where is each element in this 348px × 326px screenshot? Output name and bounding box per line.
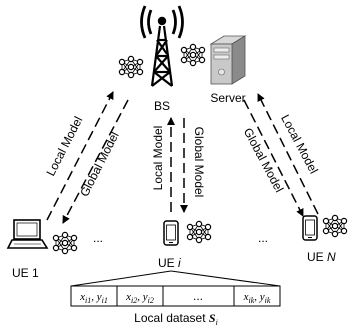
- uei-label: UE i: [158, 256, 181, 270]
- left-local-model-label: Local Model: [44, 114, 86, 178]
- dataset-connector: [170, 270, 281, 287]
- right-link: Global Model Local Model: [241, 93, 321, 217]
- left-download-arrow: [62, 99, 129, 224]
- antenna-tower-icon: [140, 5, 184, 87]
- right-global-model-label: Global Model: [241, 126, 287, 195]
- laptop-icon: [6, 219, 49, 249]
- left-upload-arrow: [46, 91, 114, 221]
- neural-network-icon: [322, 214, 348, 238]
- center-global-model-label: Global Model: [192, 127, 206, 198]
- neural-network-icon: [118, 55, 144, 79]
- left-link: Local Model Global Model: [44, 91, 129, 224]
- center-link: Local Model Global Model: [151, 117, 206, 213]
- neural-network-icon: [52, 231, 78, 255]
- left-ellipsis: ...: [93, 231, 103, 245]
- right-ellipsis: ...: [258, 231, 268, 245]
- right-upload-arrow: [257, 93, 319, 215]
- server-icon: [209, 35, 247, 85]
- right-local-model-label: Local Model: [278, 112, 321, 176]
- left-global-model-label: Global Model: [77, 130, 122, 199]
- neural-network-icon: [186, 220, 212, 244]
- right-download-arrow: [243, 99, 304, 217]
- dataset-cell: xi2, yi2: [125, 291, 154, 305]
- neural-network-icon: [180, 43, 206, 67]
- center-local-model-label: Local Model: [151, 126, 165, 191]
- uen-label: UE N: [307, 250, 336, 264]
- dataset-cell: xi1, yi1: [79, 291, 108, 305]
- phone-icon: [163, 220, 179, 246]
- dataset-connector: [70, 270, 172, 287]
- bs-label: BS: [154, 99, 170, 113]
- server-label: Server: [210, 91, 245, 105]
- dataset-label: Local dataset Si: [134, 311, 218, 326]
- dataset-table: xi1, yi1 xi2, yi2 ... xik, yik: [70, 285, 281, 307]
- dataset-cell-ellipsis: ...: [193, 289, 203, 303]
- phone-icon: [302, 215, 318, 241]
- ue1-label: UE 1: [12, 266, 39, 280]
- dataset-cell: xik, yik: [243, 291, 271, 305]
